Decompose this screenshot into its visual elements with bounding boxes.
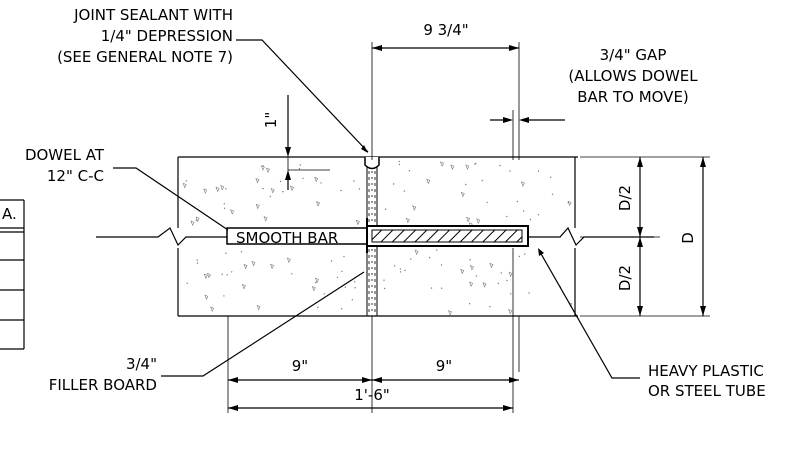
sealant-label-line1: JOINT SEALANT WITH — [73, 6, 233, 24]
dowel-label-line1: DOWEL AT — [25, 146, 105, 164]
dowel-label-line2: 12" C-C — [47, 167, 104, 185]
d-half-bottom-label: D/2 — [616, 265, 634, 291]
sealant-label-line2: 1/4" DEPRESSION — [101, 27, 233, 45]
d-total-label: D — [679, 232, 697, 244]
filler-label-line2: FILLER BOARD — [49, 376, 157, 394]
dim-9-3-4-label: 9 3/4" — [423, 21, 468, 39]
dimension-lines — [228, 45, 706, 411]
dim-right-9-label: 9" — [436, 357, 452, 375]
sealant-label-line3: (SEE GENERAL NOTE 7) — [57, 48, 233, 66]
gap-label-line2: (ALLOWS DOWEL — [568, 67, 698, 85]
d-half-top-label: D/2 — [616, 185, 634, 211]
dim-1in-label: 1" — [262, 112, 280, 128]
concrete-aggregate-pattern — [182, 160, 573, 316]
dim-left-9-label: 9" — [292, 357, 308, 375]
tube-label-line1: HEAVY PLASTIC — [648, 362, 764, 380]
filler-label-line1: 3/4" — [126, 355, 157, 373]
tube-label-line2: OR STEEL TUBE — [648, 382, 766, 400]
table-header-fragment: A. — [2, 205, 17, 223]
partial-table: A. — [0, 199, 25, 350]
leader-lines — [113, 39, 640, 379]
gap-label-line3: BAR TO MOVE) — [577, 88, 689, 106]
extension-lines — [227, 42, 710, 413]
dowel-bar: SMOOTH BAR — [226, 218, 529, 253]
joint-sealant — [364, 157, 380, 170]
dim-total-label: 1'-6" — [354, 386, 390, 404]
concrete-slab — [177, 156, 578, 317]
smooth-bar-label: SMOOTH BAR — [236, 229, 338, 247]
gap-label-line1: 3/4" GAP — [600, 46, 667, 64]
